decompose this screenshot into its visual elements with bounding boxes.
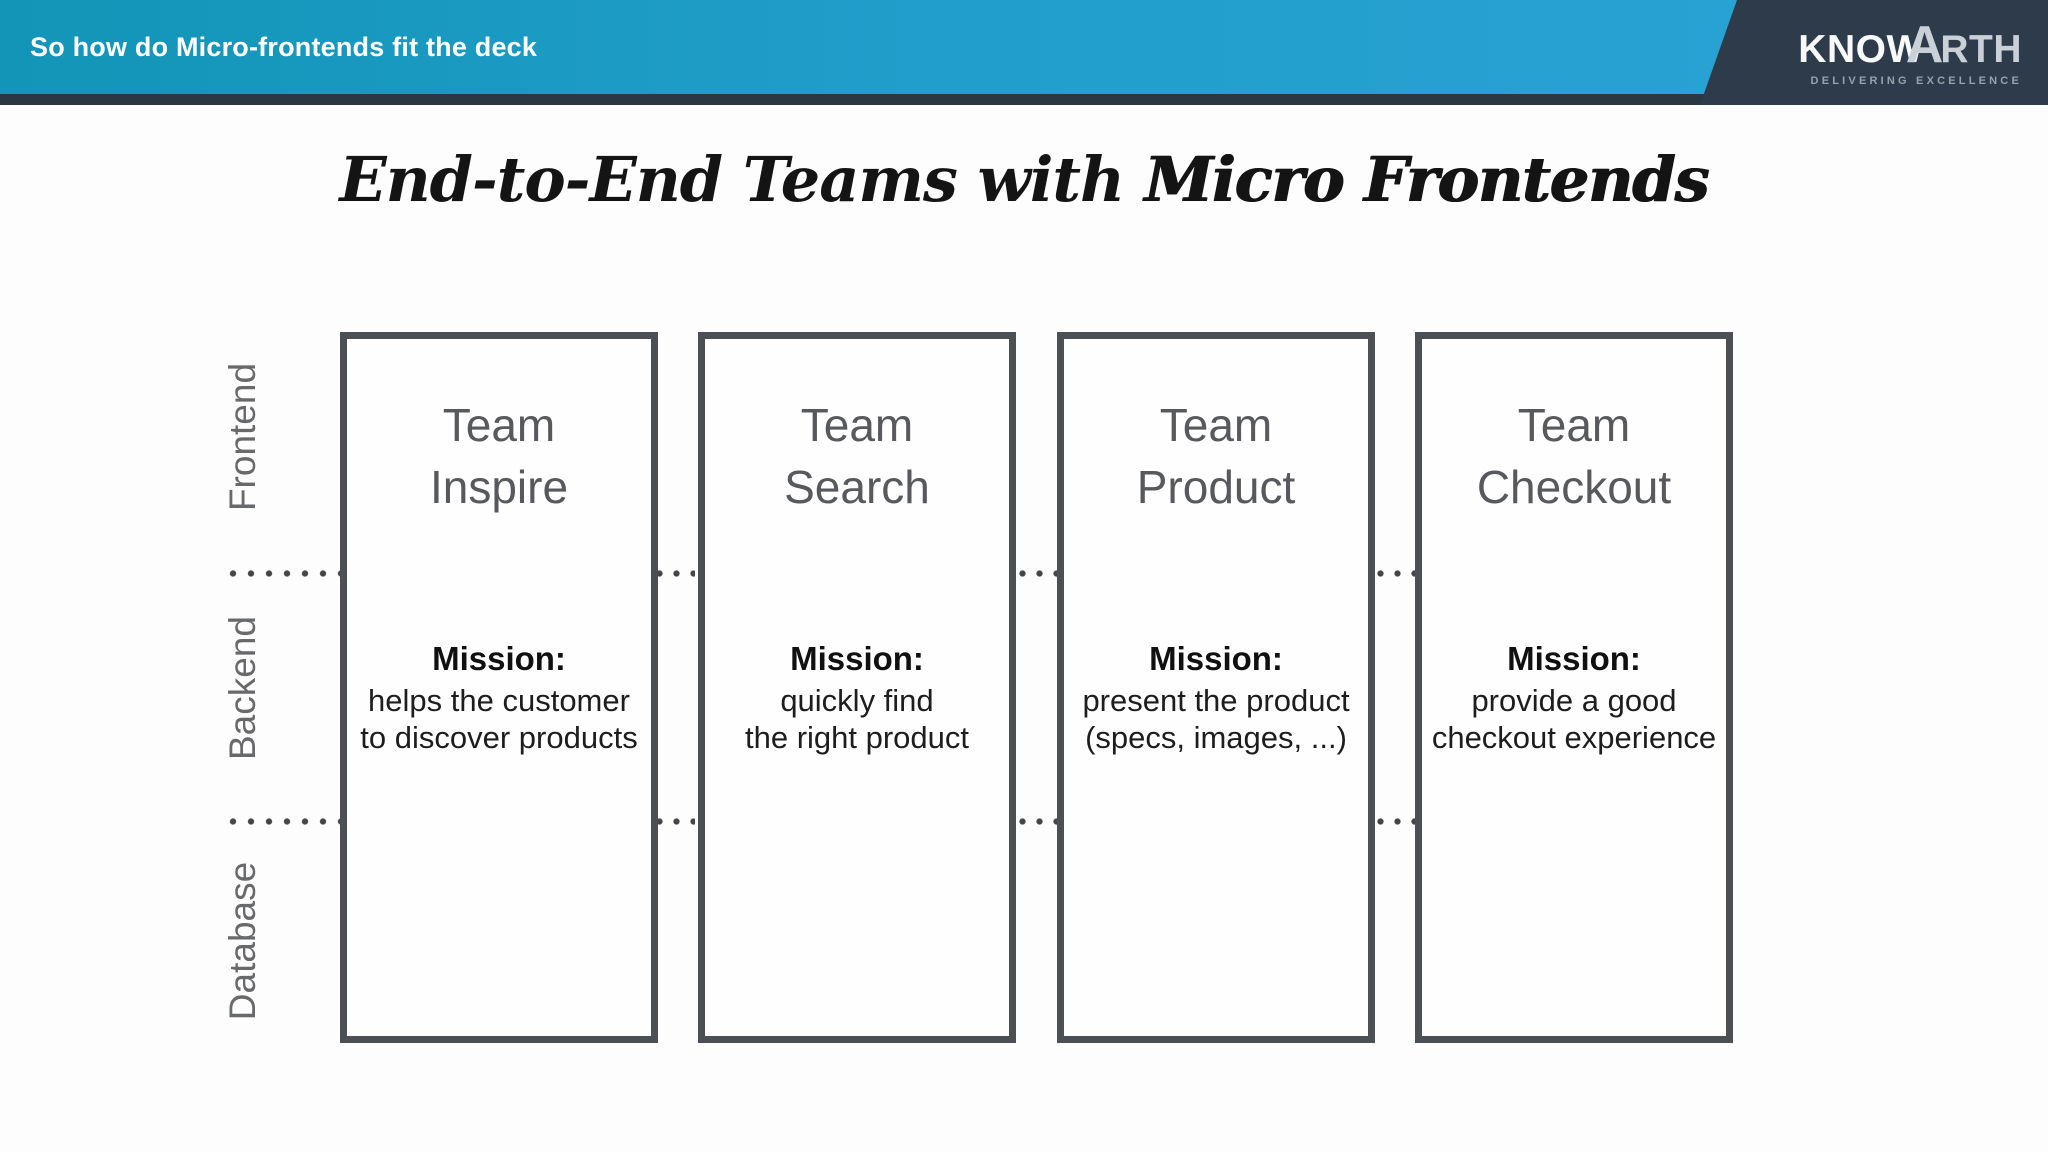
dotted-line-frontend-backend-gap2 [1014,570,1058,577]
mission-block: Mission: present the product (specs, ima… [1064,574,1368,822]
row-label-backend: Backend [222,616,263,760]
mission-block: Mission: quickly find the right product [705,574,1009,822]
header-title: So how do Micro-frontends fit the deck [30,31,538,62]
team-name: Team Search [784,398,930,513]
logo-text-know: KNOW [1798,27,1924,71]
logo-text-rth: RTH [1940,27,2022,71]
team-name: Team Product [1136,398,1296,513]
dotted-line-backend-database-gap2 [1014,818,1058,825]
team-card-product: Team Product Mission: present the produc… [1057,332,1375,1043]
slide-title-regular: End-to-End Teams with [339,143,1145,216]
team-name: Team Inspire [429,398,569,513]
dotted-line-frontend-backend-gap3 [1372,570,1416,577]
team-card-inspire: Team Inspire Mission: helps the customer… [340,332,658,1043]
dotted-line-backend-database-gap1 [651,818,695,825]
team-card-search: Team Search Mission: quickly find the ri… [698,332,1016,1043]
dotted-line-frontend-backend-gap1 [651,570,695,577]
team-card-checkout: Team Checkout Mission: provide a good ch… [1415,332,1733,1043]
mission-label: Mission: [790,639,924,677]
slide-title: End-to-End Teams with Micro Frontends [0,143,2048,216]
team-name: Team Checkout [1476,398,1672,513]
mission-text: provide a good checkout experience [1431,682,1717,755]
mission-label: Mission: [432,639,566,677]
dotted-line-backend-database-left [224,818,340,825]
mission-block: Mission: provide a good checkout experie… [1422,574,1726,822]
slide-title-bold: Micro Frontends [1144,143,1710,216]
mission-text: present the product (specs, images, ...) [1082,682,1350,755]
mission-block: Mission: helps the customer to discover … [347,574,651,822]
logo-tagline: DELIVERING EXCELLENCE [1810,74,2022,87]
logo-text-a: A [1905,15,1944,74]
mission-text: helps the customer to discover products [360,682,638,755]
dotted-line-backend-database-gap3 [1372,818,1416,825]
mission-text: quickly find the right product [744,682,970,755]
row-label-database: Database [222,861,263,1021]
header-band [0,0,2048,94]
row-label-frontend: Frontend [222,362,263,512]
mission-label: Mission: [1507,639,1641,677]
dotted-line-frontend-backend-left [224,570,340,577]
mission-label: Mission: [1149,639,1283,677]
header-divider-strip [0,94,2048,105]
